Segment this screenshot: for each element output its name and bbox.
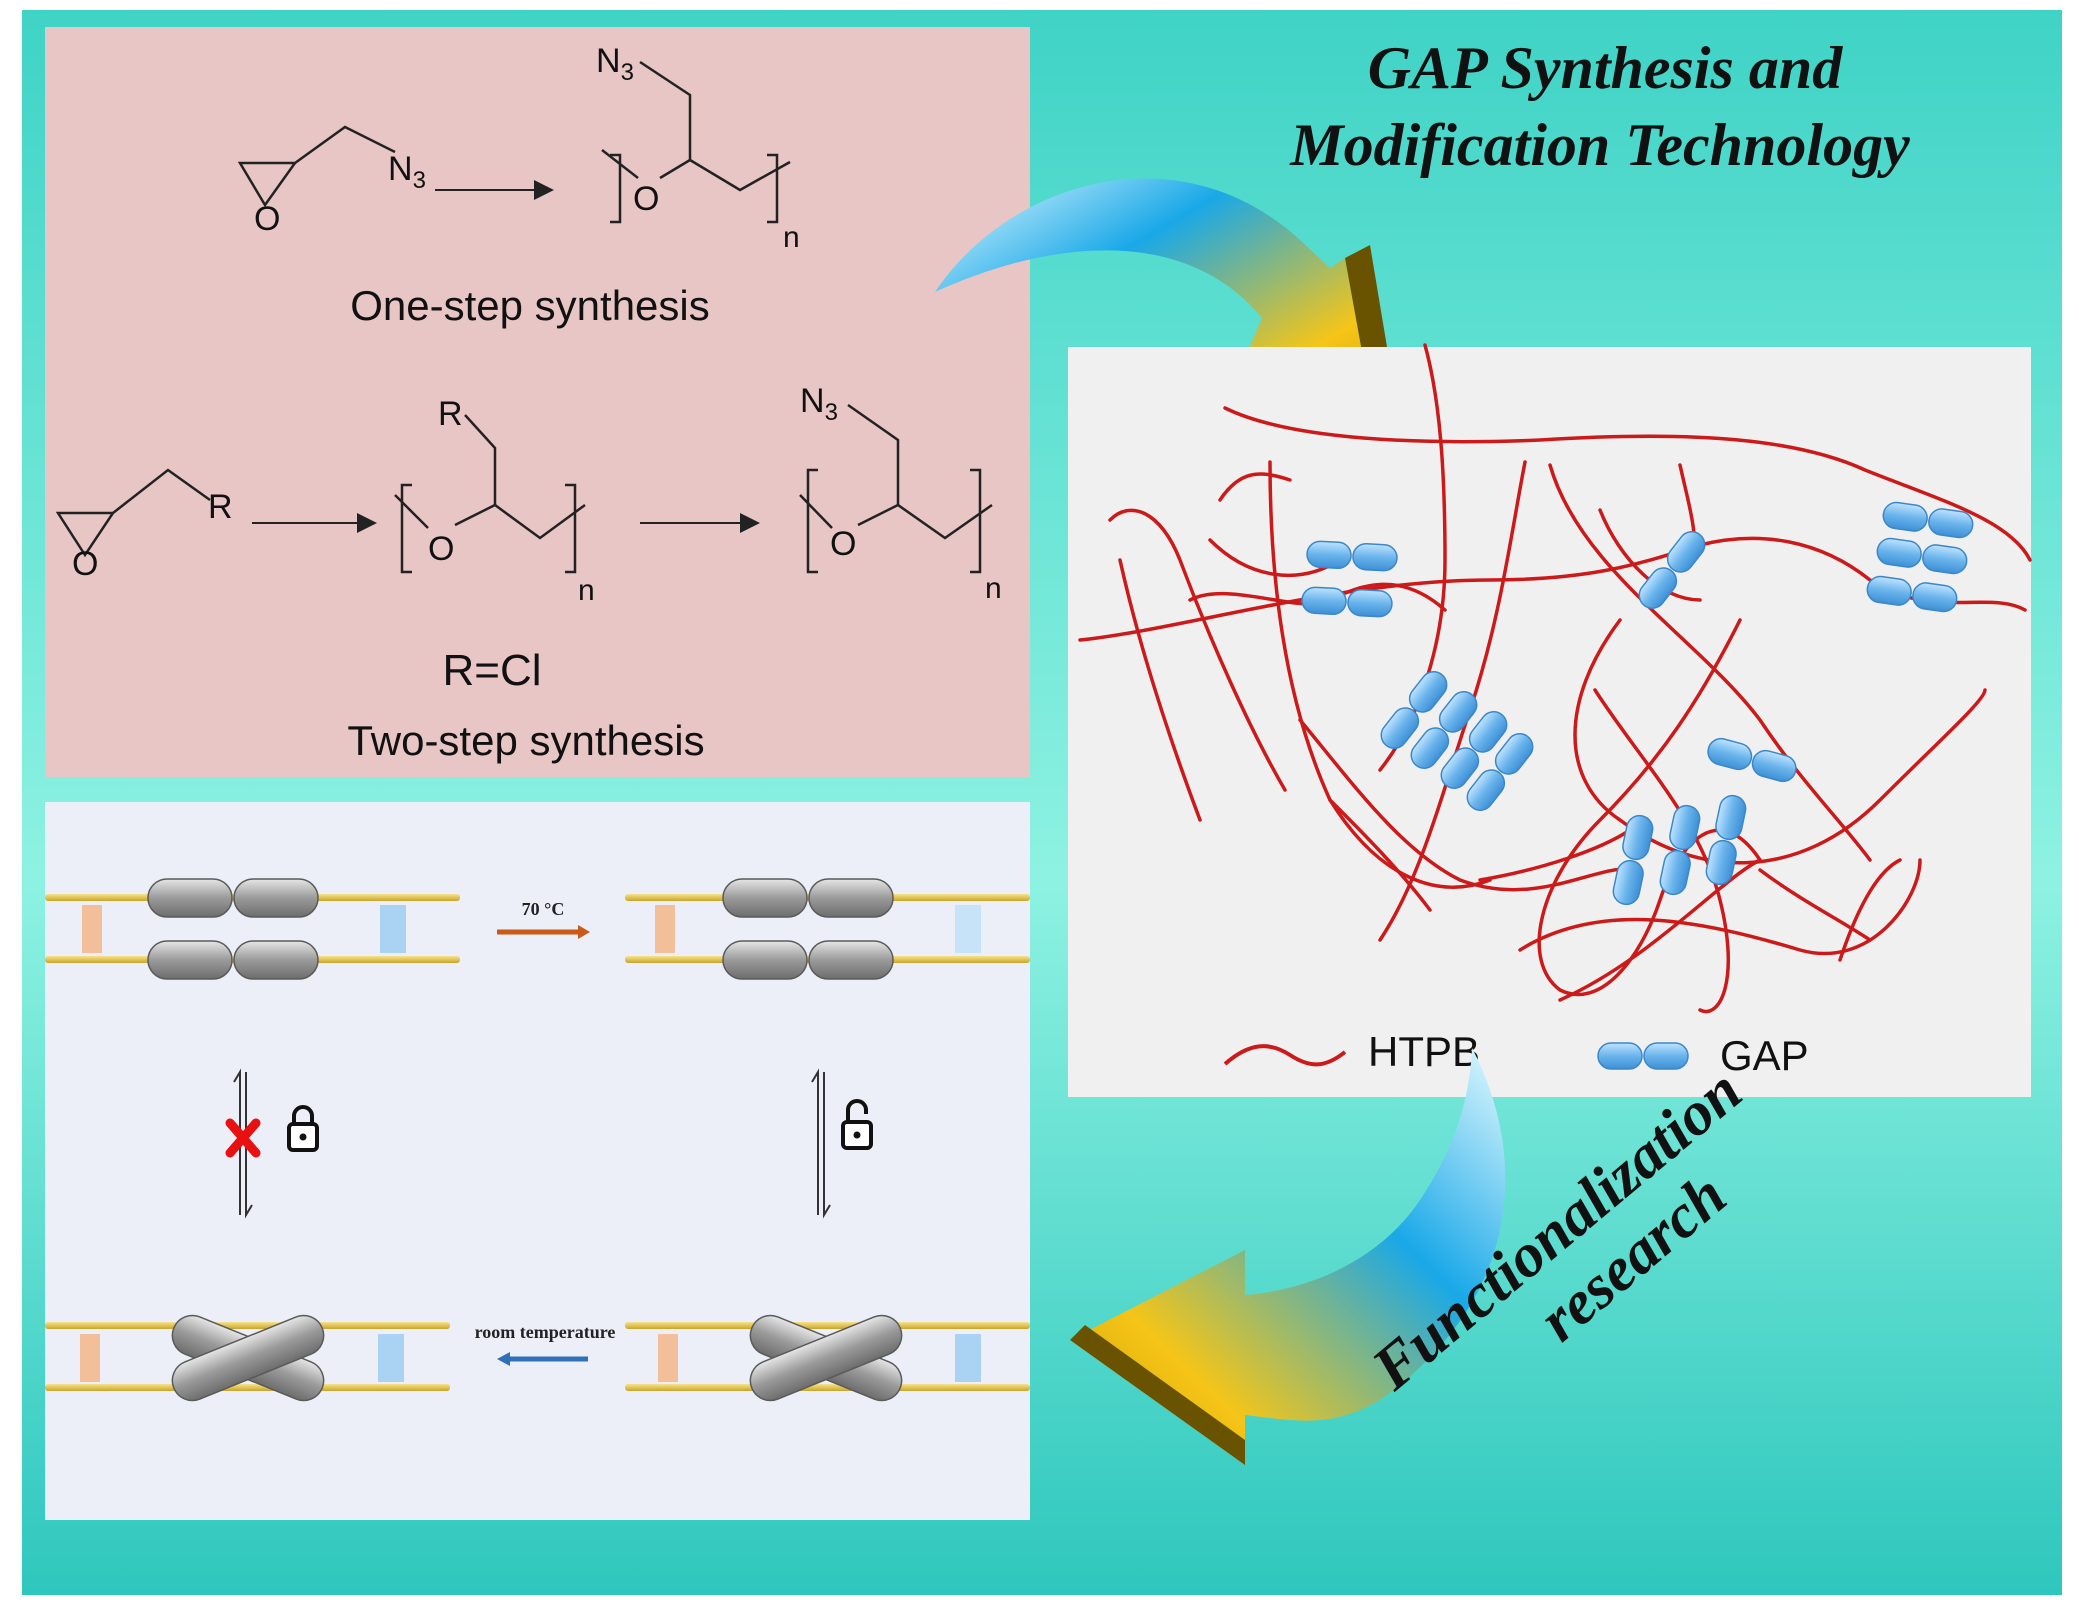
- network-panel: HTPB GAP: [1068, 343, 2032, 1097]
- repeat-subscript-two-step: n: [985, 572, 1002, 605]
- pech-repeat-unit: [394, 414, 586, 574]
- assembled-state-right: [625, 878, 1030, 980]
- gap-oxygen-label-two-step: O: [830, 525, 856, 563]
- gap-oxygen-label-one-step: O: [633, 180, 659, 218]
- r-definition-label: R=Cl: [442, 646, 541, 695]
- synthesis-panel: N3 O N3 O n One-step synthesis R O: [45, 27, 1030, 777]
- cooling-condition-label: room temperature: [475, 1322, 616, 1342]
- synthesis-panel-background: [45, 27, 1030, 777]
- gap-azide-label-one-step: N3: [596, 42, 634, 86]
- two-step-synthesis-label: Two-step synthesis: [347, 717, 704, 764]
- network-panel-background: [1068, 347, 2031, 1097]
- assembled-state-left: [45, 878, 460, 980]
- equilibrium-arrows-left: [233, 1068, 253, 1219]
- equilibrium-arrows-right: [811, 1068, 831, 1219]
- heating-arrow-head: [578, 925, 590, 939]
- lock-closed-icon: [287, 1105, 319, 1152]
- htpb-legend-swatch: [1223, 1044, 1347, 1067]
- red-cross-icon: [225, 1118, 261, 1158]
- gap-legend-label: GAP: [1720, 1032, 1809, 1079]
- disassembled-state-right: [625, 1308, 1030, 1408]
- gap-azide-label-two-step: N3: [800, 382, 838, 426]
- repeat-subscript-pech: n: [578, 574, 595, 607]
- lock-open-icon: [841, 1099, 873, 1150]
- azido-epoxide-monomer: [237, 125, 396, 208]
- azide-group-label: N3: [388, 150, 426, 194]
- title-line-1: GAP Synthesis and: [1368, 35, 1844, 101]
- disassembled-state-left: [45, 1308, 450, 1408]
- gap-repeat-unit-two-step: [799, 403, 993, 574]
- one-step-synthesis-label: One-step synthesis: [350, 282, 710, 329]
- heating-condition-label: 70 °C: [522, 899, 565, 919]
- htpb-legend-label: HTPB: [1368, 1028, 1480, 1075]
- pech-oxygen-label: O: [428, 530, 454, 568]
- curved-arrow-bottom: [1070, 1048, 1506, 1465]
- self-healing-panel: 70 °C: [45, 802, 1030, 1520]
- r-group-label-monomer: R: [208, 488, 233, 526]
- network-legend: HTPB GAP: [1223, 1028, 1809, 1079]
- epoxide-oxygen-label-two-step: O: [72, 545, 98, 583]
- gap-repeat-unit-one-step: [601, 60, 791, 224]
- epoxide-oxygen-label: O: [254, 200, 280, 238]
- cooling-arrow-head: [497, 1352, 510, 1366]
- repeat-subscript-one-step: n: [783, 221, 800, 254]
- epichlorohydrin-monomer: [55, 468, 211, 558]
- r-group-label-pech: R: [438, 395, 463, 433]
- self-healing-panel-background: [45, 802, 1030, 1520]
- title-line-2: Modification Technology: [1289, 112, 1910, 178]
